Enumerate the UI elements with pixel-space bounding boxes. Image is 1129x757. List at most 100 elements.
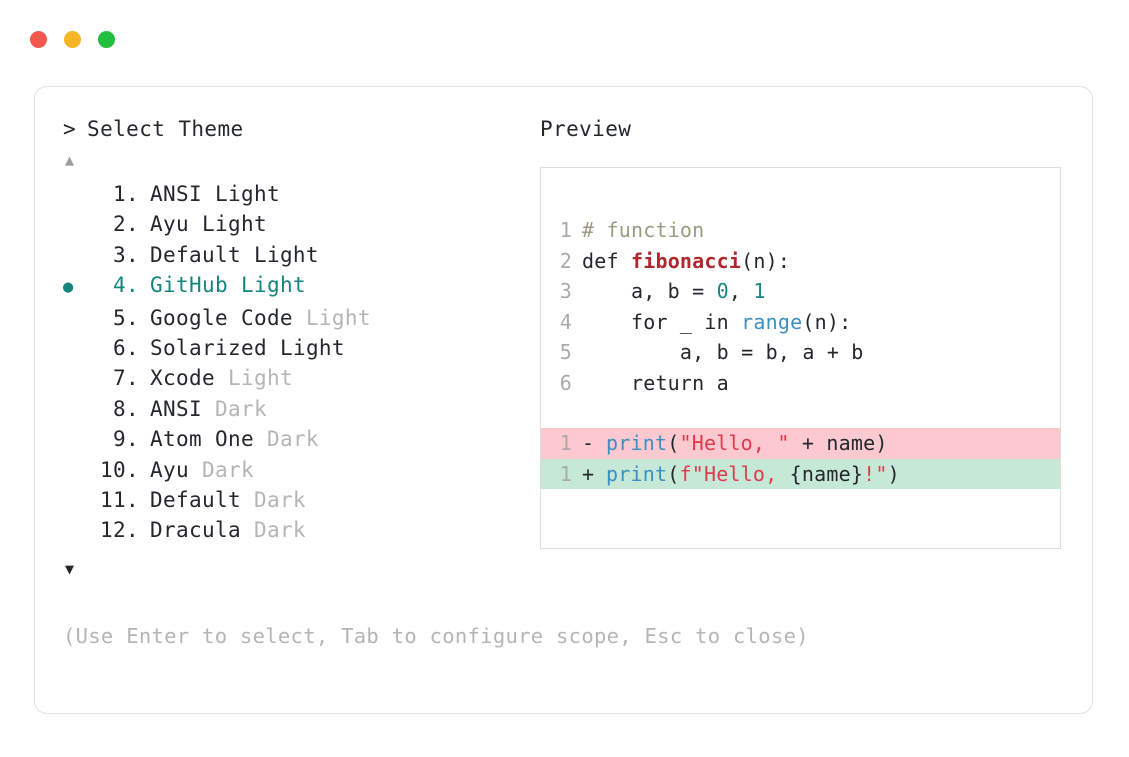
code-token: print [606,431,668,455]
preview-heading: Preview [540,117,632,141]
theme-item-spacer [241,515,254,545]
code-token: ( [667,461,680,486]
selected-bullet-icon: ● [63,277,74,298]
theme-item-variant: Light [240,273,306,298]
theme-item-number: 5. [113,305,139,330]
code-token: a, b = [582,279,717,303]
theme-item-variant: Dark [253,488,306,513]
theme-list-item[interactable]: 9.Atom One Dark [63,424,533,454]
theme-item-number: 2. [113,212,139,237]
theme-item-number: 8. [113,396,139,421]
theme-item-name: Google Code [150,305,293,330]
code-token: !" [863,461,888,486]
theme-item-name: GitHub [150,273,228,298]
theme-item-name: Default [150,242,241,267]
theme-item-spacer [202,394,215,424]
line-number: 2 [559,248,572,273]
code-token: # function [582,218,705,242]
prompt-caret-icon: > [63,117,77,141]
theme-item-spacer [228,270,241,300]
code-token: 0 [716,279,729,303]
theme-item-name: ANSI [150,396,202,421]
theme-item-name: Ayu [150,212,189,237]
diff-line-removed: 1-print("Hello, " + name) [541,428,1060,459]
theme-item-name: Default [150,488,241,513]
code-line: 4 for _ in range(n): [541,307,1060,338]
code-token: return a [582,370,729,395]
theme-item-variant: Light [253,242,319,267]
theme-item-variant: Light [227,366,293,391]
theme-list-item[interactable]: 12.Dracula Dark [63,515,533,545]
code-token: for _ in [582,309,742,334]
theme-item-spacer [189,209,202,239]
theme-item-variant: Dark [214,396,267,421]
code-line: 2 def fibonacci(n): [541,246,1060,277]
theme-list-item[interactable]: 8. ANSI Dark [63,394,533,424]
theme-item-variant: Light [214,182,280,206]
scroll-up-arrow-icon[interactable]: ▲ [65,151,75,169]
theme-list: 1. ANSI Light 2. Ayu Light 3. Default Light ● 4… [63,179,533,546]
code-line: 5 a, b = b, a + b [541,337,1060,368]
theme-list-item[interactable]: 5. Google Code Light [63,303,533,333]
code-token: ( [667,431,680,455]
theme-item-number: 7. [113,366,139,391]
theme-item-name: Solarized [150,336,267,361]
diff-sign: + [582,461,595,486]
window-titlebar [30,31,115,48]
theme-item-spacer [215,363,228,393]
theme-item-spacer [267,333,280,363]
theme-item-number: 11. [100,488,139,513]
theme-list-item[interactable]: 11. Default Dark [63,485,533,515]
code-token: "Hello, " [679,431,790,455]
theme-list-item[interactable]: 7. Xcode Light [63,363,533,393]
code-line: 3 a, b = 0, 1 [541,276,1060,307]
code-token: {name} [789,461,864,486]
keyboard-hint-text: (Use Enter to select, Tab to configure s… [63,624,809,648]
maximize-window-button[interactable] [98,31,115,48]
line-number: 6 [559,370,572,395]
theme-item-name: Atom One [150,427,254,452]
minimize-window-button[interactable] [64,31,81,48]
code-token: a, b = b, a + b [582,340,864,364]
theme-item-variant: Dark [201,457,254,482]
code-token: fibonacci [630,248,742,273]
theme-item-variant: Light [279,336,345,361]
theme-item-name: Ayu [150,457,189,482]
diff-preview: 1-print("Hello, " + name)1+print(f"Hello… [541,428,1060,489]
theme-list-item[interactable]: 2.Ayu Light [63,209,533,239]
code-token: def [582,248,631,273]
diff-line-number: 1 [559,461,572,486]
theme-list-item[interactable]: 10.Ayu Dark [63,455,533,485]
theme-item-variant: Dark [253,518,306,543]
diff-sign: - [582,431,595,455]
code-text: def fibonacci(n): [582,246,790,277]
code-text: print(f"Hello, {name}!") [606,459,900,490]
theme-item-variant: Light [305,305,371,330]
theme-list-item[interactable]: 1. ANSI Light [63,179,533,209]
theme-item-spacer [189,455,202,485]
theme-list-item[interactable]: ● 4. GitHub Light [63,270,533,302]
line-number: 5 [559,340,572,364]
close-window-button[interactable] [30,31,47,48]
code-token: + name) [789,431,888,455]
code-text: print("Hello, " + name) [606,428,888,459]
scroll-down-arrow-icon[interactable]: ▼ [65,559,75,578]
code-text: for _ in range(n): [582,307,851,338]
theme-list-item[interactable]: 6. Solarized Light [63,333,533,363]
code-token: ) [887,461,900,486]
theme-item-number: 1. [113,182,139,206]
theme-item-number: 3. [113,242,139,267]
theme-list-item[interactable]: 3. Default Light [63,240,533,270]
code-text: a, b = 0, 1 [582,276,766,307]
theme-item-number: 6. [113,336,139,361]
theme-item-number: 4. [113,273,139,298]
code-token: (n): [741,248,791,273]
code-token: f"Hello, [679,461,790,486]
theme-item-name: Xcode [150,366,215,391]
diff-line-number: 1 [559,431,572,455]
theme-item-name: ANSI [150,182,202,206]
